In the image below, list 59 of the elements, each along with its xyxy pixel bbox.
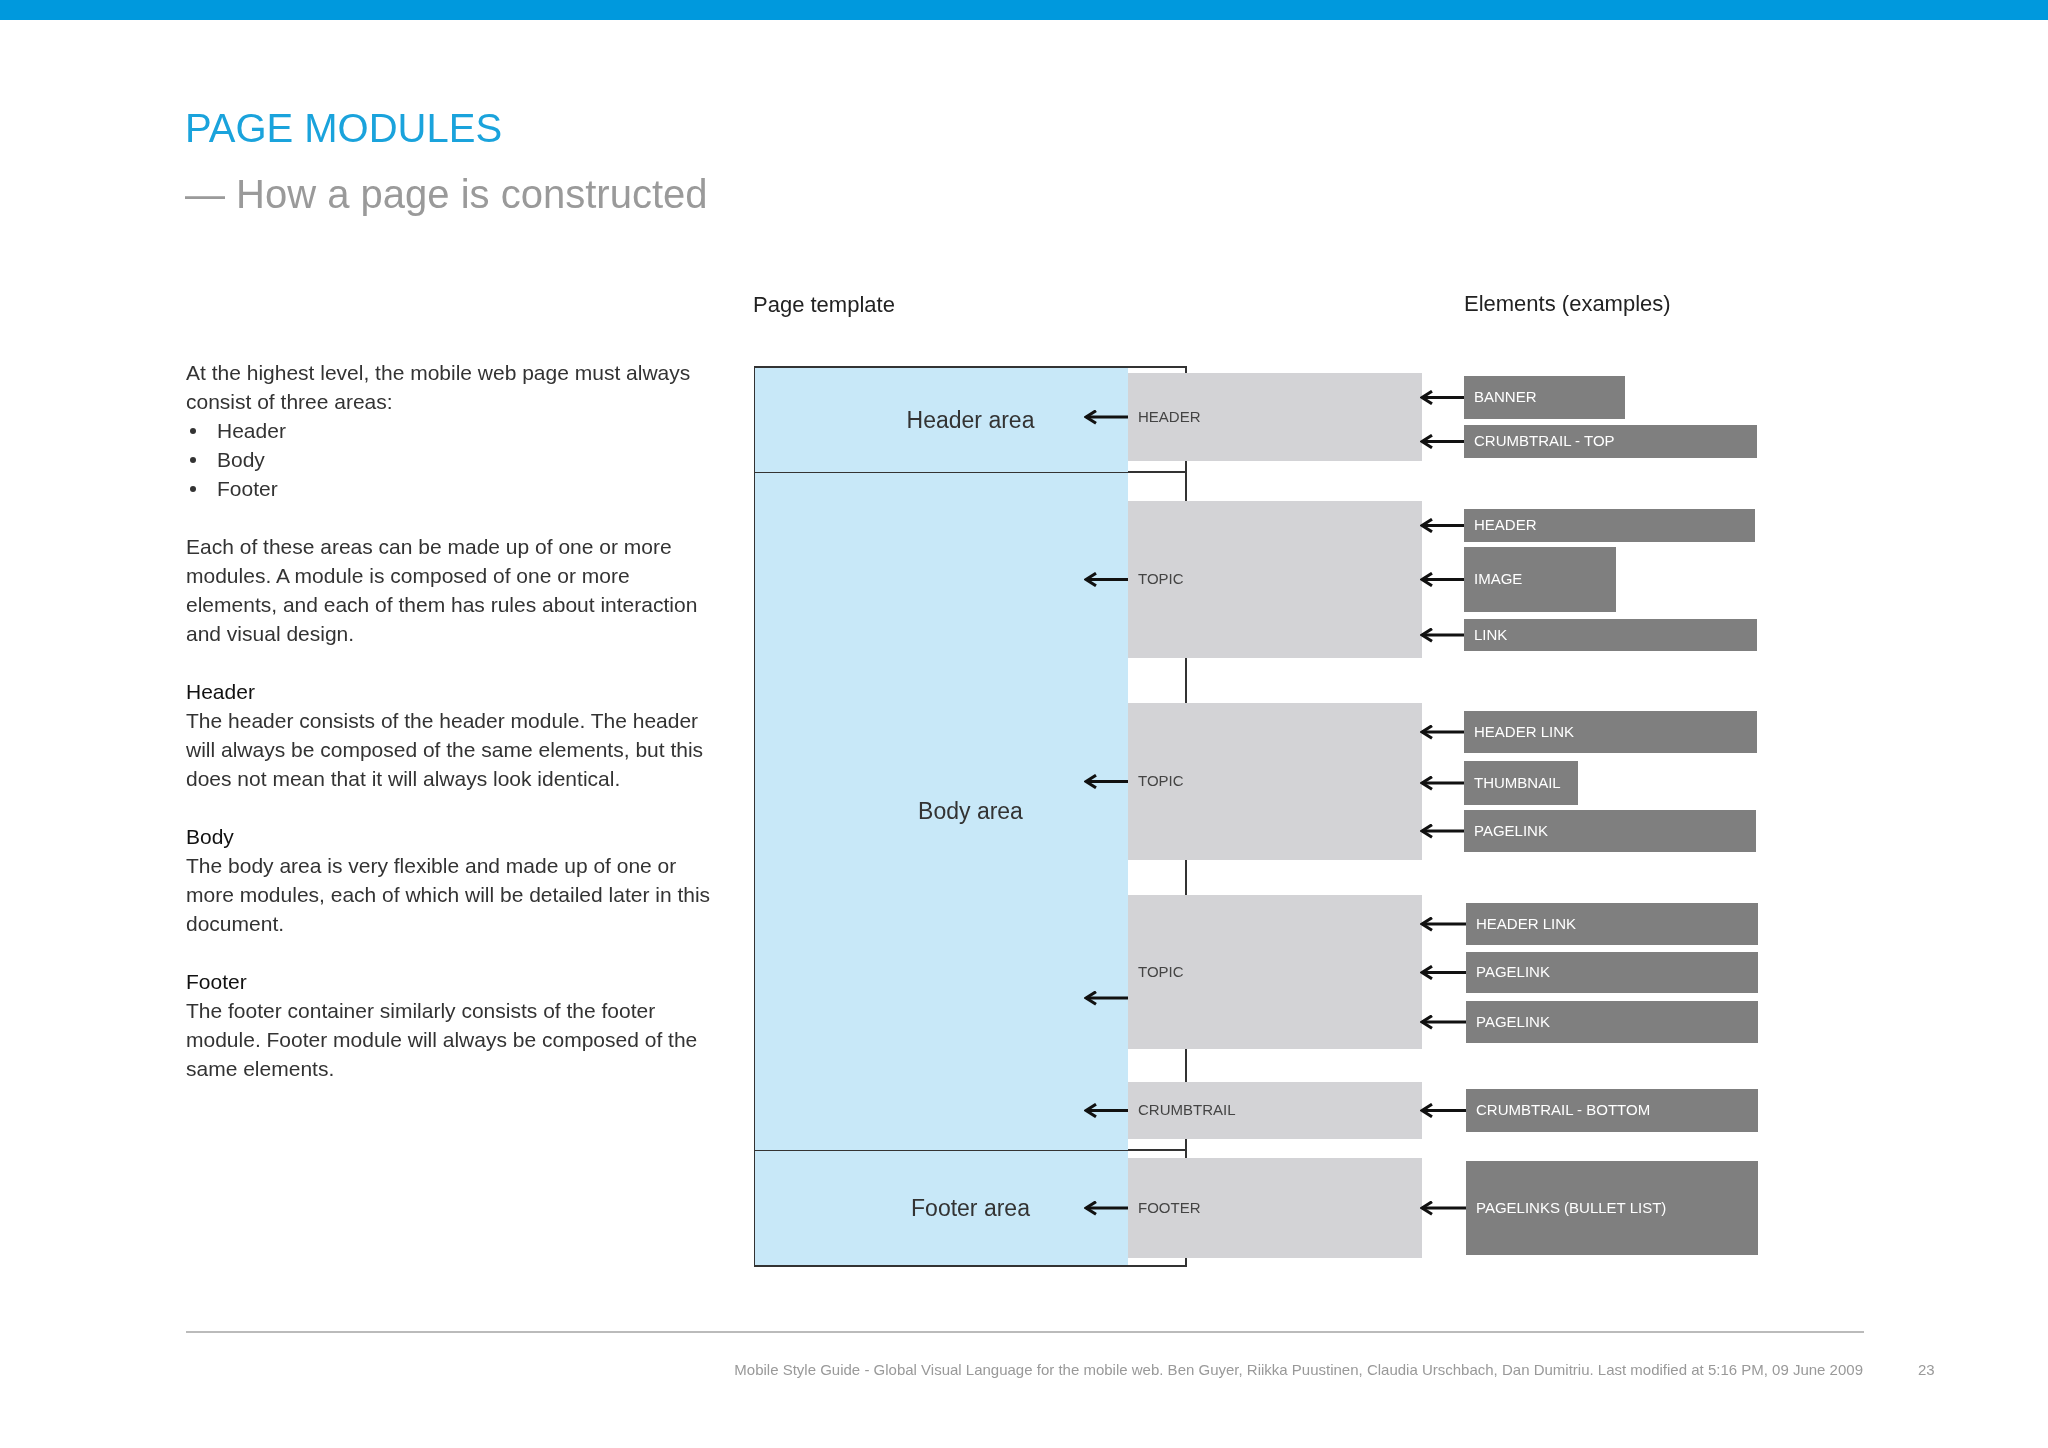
arrow	[1084, 409, 1128, 425]
page-subtitle: — How a page is constructed	[185, 174, 708, 214]
element-box: PAGELINK	[1466, 952, 1758, 993]
page-number: 23	[1918, 1360, 1935, 1380]
arrow	[1084, 773, 1128, 790]
element-box: PAGELINK	[1466, 1001, 1758, 1043]
element-box: BANNER	[1464, 376, 1625, 419]
element-box: PAGELINK	[1464, 810, 1756, 852]
module-box: TOPIC	[1128, 895, 1422, 1049]
arrow	[1084, 1200, 1128, 1216]
paragraph: The body area is very flexible and made up of one or more modules, each of which will be detailed later in this document.	[186, 853, 712, 937]
element-box: HEADER LINK	[1464, 711, 1757, 753]
arrow	[1420, 389, 1464, 406]
page-area-band: Footer area	[755, 1151, 1128, 1265]
arrow	[1420, 964, 1466, 981]
arrow	[1420, 433, 1464, 450]
column-heading: Page template	[753, 291, 895, 319]
arrow	[1420, 916, 1466, 932]
arrow	[1084, 571, 1128, 588]
arrow	[1420, 627, 1464, 643]
footer-note: Mobile Style Guide - Global Visual Language for the mobile web. Ben Guyer, Riikka Puustinen, Claudia Urschbach, Dan Dumitriu. Last modified at 5:16 PM, 09 June 2009	[734, 1360, 1863, 1380]
bullet-item: Footer	[186, 474, 726, 503]
arrow	[1420, 517, 1464, 534]
paragraph: The footer container similarly consists of the footer module. Footer module will always be composed of the same elements.	[186, 998, 699, 1082]
module-box: FOOTER	[1128, 1158, 1422, 1258]
top-bar	[0, 0, 2048, 20]
module-box: TOPIC	[1128, 703, 1422, 860]
module-box: CRUMBTRAIL	[1128, 1082, 1422, 1139]
column-heading: Elements (examples)	[1464, 290, 1671, 318]
element-box: IMAGE	[1464, 547, 1616, 612]
arrow	[1420, 1102, 1466, 1119]
paragraph: Each of these areas can be made up of one or more modules. A module is composed of one or more elements, and each of them has rules about interaction and visual design.	[186, 534, 699, 647]
intro-paragraph: At the highest level, the mobile web page must always consist of three areas:	[186, 360, 692, 415]
section-heading: Footer	[186, 969, 248, 995]
module-box: TOPIC	[1128, 501, 1422, 658]
module-box: HEADER	[1128, 373, 1422, 461]
page-area-band: Header area	[755, 368, 1128, 472]
arrow	[1084, 1102, 1128, 1119]
arrow	[1084, 990, 1128, 1006]
element-box: CRUMBTRAIL - TOP	[1464, 425, 1757, 458]
bullet-item: Header	[186, 416, 726, 445]
arrow	[1420, 775, 1464, 791]
paragraph: The header consists of the header module. The header will always be composed of the same elements, but this does not mean that it will always look identical.	[186, 708, 705, 792]
element-box: CRUMBTRAIL - BOTTOM	[1466, 1089, 1758, 1132]
element-box: PAGELINKS (BULLET LIST)	[1466, 1161, 1758, 1255]
element-box: THUMBNAIL	[1464, 761, 1578, 805]
bullet-item: Body	[186, 445, 726, 474]
element-box: LINK	[1464, 619, 1757, 651]
page-area-band: Body area	[755, 473, 1128, 1150]
arrow	[1420, 1014, 1466, 1030]
section-heading: Body	[186, 824, 235, 850]
arrow	[1420, 571, 1464, 588]
arrow	[1420, 823, 1464, 839]
element-box: HEADER	[1464, 509, 1755, 542]
page-title: PAGE MODULES	[185, 108, 503, 148]
element-box: HEADER LINK	[1466, 903, 1758, 945]
section-heading: Header	[186, 679, 256, 705]
arrow	[1420, 724, 1464, 740]
arrow	[1420, 1200, 1466, 1216]
